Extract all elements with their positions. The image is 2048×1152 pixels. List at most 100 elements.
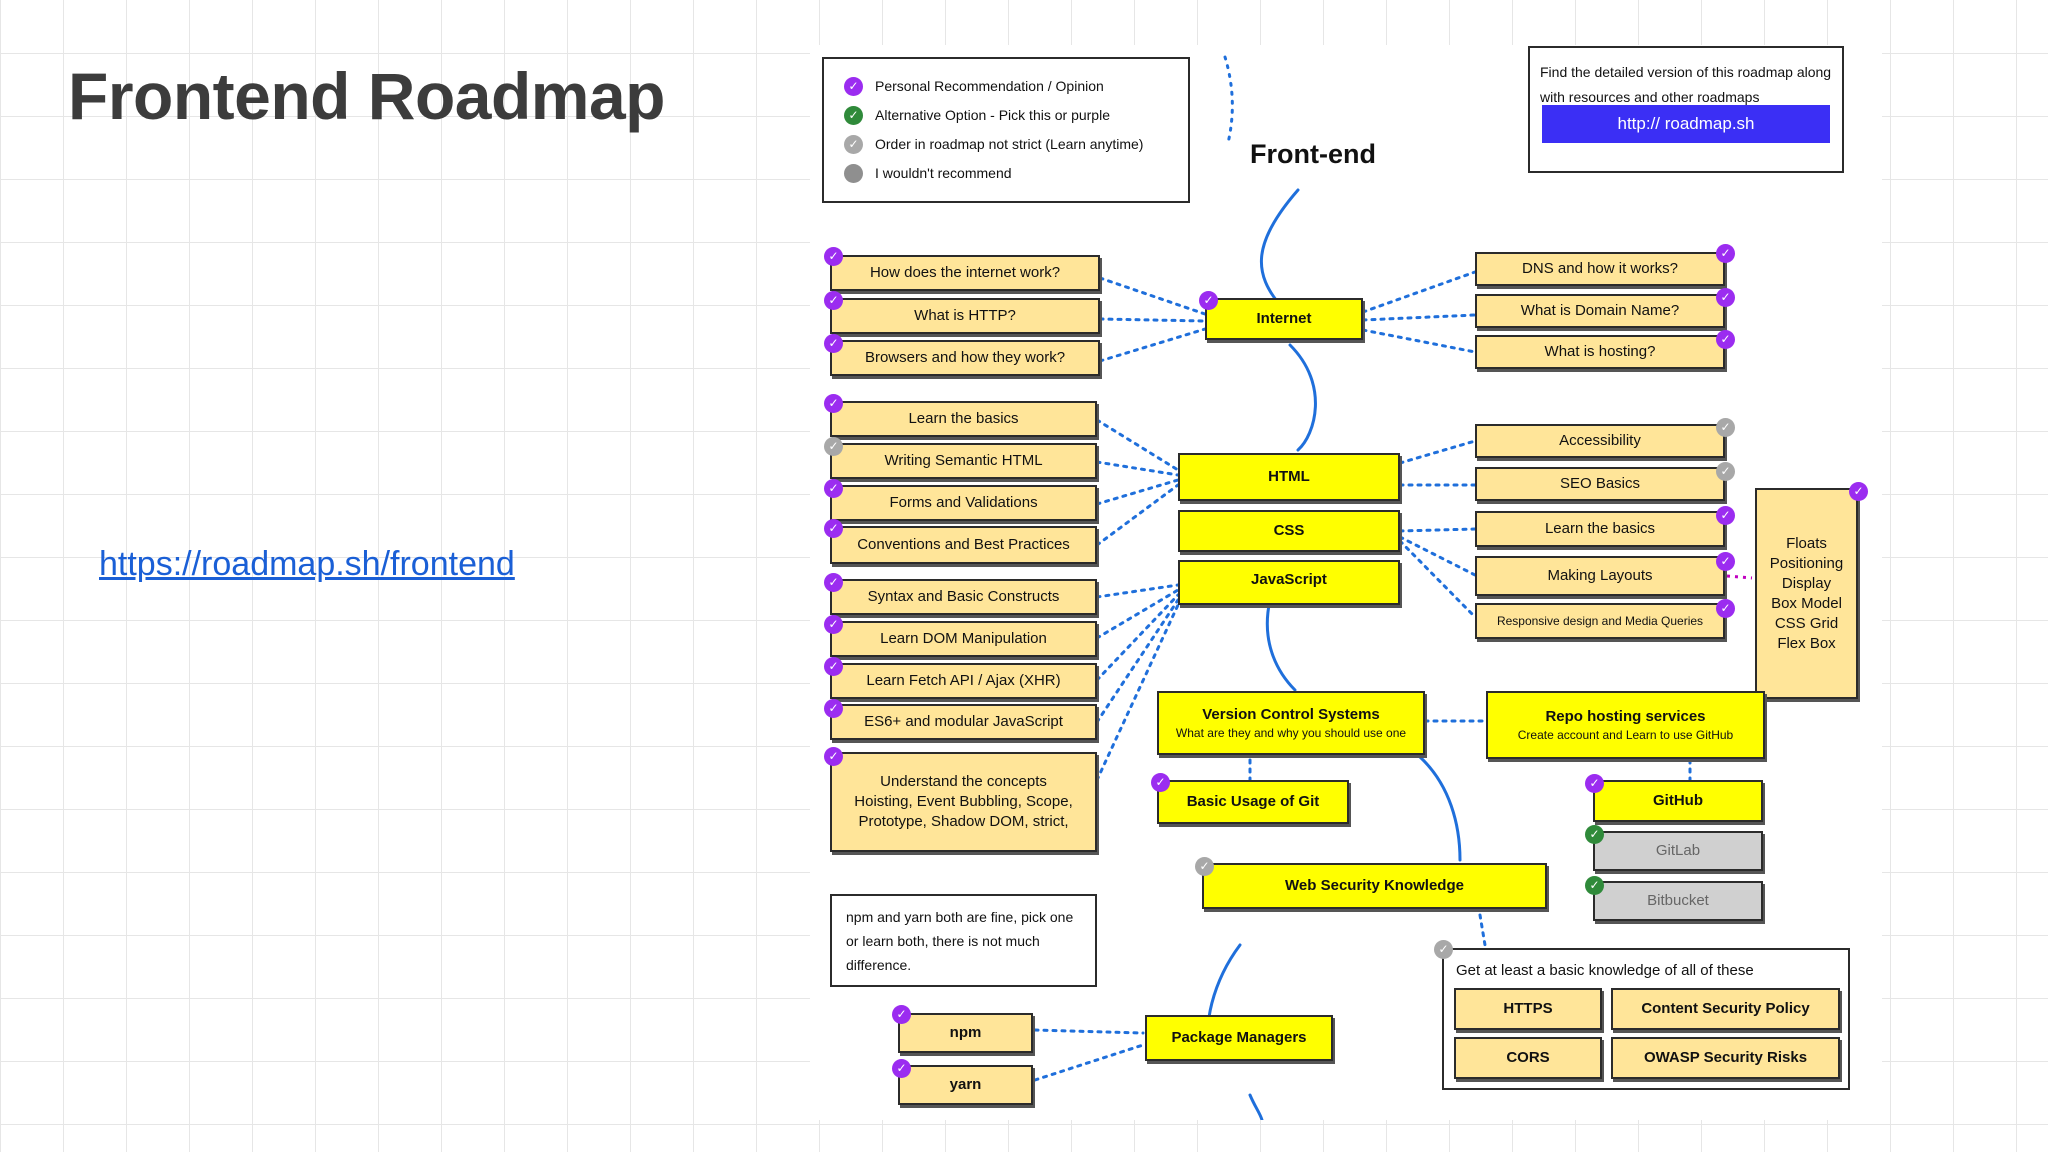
node-version-control[interactable]: Version Control Systems What are they an… [1157, 691, 1425, 755]
diagram-heading: Front-end [1250, 139, 1376, 169]
topic-js-concepts[interactable]: Understand the concepts Hoisting, Event … [830, 752, 1097, 852]
topic-css-basics[interactable]: Learn the basics [1475, 511, 1725, 547]
purple-check-icon: ✓ [1716, 330, 1735, 349]
topic-yarn[interactable]: yarn [898, 1065, 1033, 1105]
topic-conventions[interactable]: Conventions and Best Practices [830, 526, 1097, 564]
legend-item: ✓ Personal Recommendation / Opinion [844, 75, 1104, 97]
purple-check-icon: ✓ [1151, 773, 1170, 792]
backbone-curve [1265, 598, 1297, 692]
gray-dot-icon [844, 163, 863, 183]
layout-topic: Box Model [1771, 595, 1842, 612]
topic-owasp[interactable]: OWASP Security Risks [1611, 1037, 1840, 1079]
green-check-icon: ✓ [1585, 876, 1604, 895]
topic-npm[interactable]: npm [898, 1013, 1033, 1053]
security-caption: Get at least a basic knowledge of all of… [1456, 962, 1754, 979]
topic-dns[interactable]: DNS and how it works? [1475, 252, 1725, 286]
node-web-security[interactable]: Web Security Knowledge [1202, 863, 1547, 909]
purple-check-icon: ✓ [824, 519, 843, 538]
legend: ✓ Personal Recommendation / Opinion ✓ Al… [822, 57, 1190, 203]
legend-item: ✓ Alternative Option - Pick this or purp… [844, 104, 1110, 126]
topic-what-is-http[interactable]: What is HTTP? [830, 298, 1100, 334]
topic-internet-work[interactable]: How does the internet work? [830, 255, 1100, 291]
node-internet[interactable]: Internet [1205, 298, 1363, 340]
legend-label: Personal Recommendation / Opinion [875, 78, 1104, 94]
legend-item: I wouldn't recommend [844, 162, 1012, 184]
node-html[interactable]: HTML [1178, 453, 1400, 501]
purple-check-icon: ✓ [824, 657, 843, 676]
node-css[interactable]: CSS [1178, 510, 1400, 552]
gray-check-icon: ✓ [1716, 418, 1735, 437]
topic-dom[interactable]: Learn DOM Manipulation [830, 621, 1097, 657]
purple-check-icon: ✓ [844, 76, 863, 96]
topic-html-basics[interactable]: Learn the basics [830, 401, 1097, 437]
node-repo-hosting[interactable]: Repo hosting services Create account and… [1486, 691, 1765, 759]
topic-domain-name[interactable]: What is Domain Name? [1475, 294, 1725, 328]
purple-check-icon: ✓ [1199, 291, 1218, 310]
topic-https[interactable]: HTTPS [1454, 988, 1602, 1030]
node-gitlab[interactable]: GitLab [1593, 831, 1763, 871]
node-git[interactable]: Basic Usage of Git [1157, 780, 1349, 824]
topic-responsive[interactable]: Responsive design and Media Queries [1475, 603, 1725, 639]
node-github[interactable]: GitHub [1593, 780, 1763, 822]
green-check-icon: ✓ [844, 105, 863, 125]
topic-js-syntax[interactable]: Syntax and Basic Constructs [830, 579, 1097, 615]
layout-topic: Floats [1786, 535, 1827, 552]
purple-check-icon: ✓ [1849, 482, 1868, 501]
purple-check-icon: ✓ [824, 747, 843, 766]
concept-line: Prototype, Shadow DOM, strict, [858, 813, 1069, 831]
roadmap-site-button[interactable]: http:// roadmap.sh [1542, 105, 1830, 143]
roadmap-diagram: ✓ Personal Recommendation / Opinion ✓ Al… [810, 45, 1882, 1120]
purple-check-icon: ✓ [824, 247, 843, 266]
security-topics: Get at least a basic knowledge of all of… [1442, 948, 1850, 1090]
gray-check-icon: ✓ [1716, 462, 1735, 481]
backbone-curve [1418, 755, 1462, 862]
purple-check-icon: ✓ [892, 1005, 911, 1024]
node-package-managers[interactable]: Package Managers [1145, 1015, 1333, 1061]
topic-forms[interactable]: Forms and Validations [830, 485, 1097, 521]
backbone-curve [1288, 343, 1317, 452]
css-layout-topics: Floats Positioning Display Box Model CSS… [1755, 488, 1858, 699]
legend-label: Order in roadmap not strict (Learn anyti… [875, 136, 1144, 152]
topic-layouts[interactable]: Making Layouts [1475, 556, 1725, 596]
gray-check-icon: ✓ [1434, 940, 1453, 959]
purple-check-icon: ✓ [824, 479, 843, 498]
topic-accessibility[interactable]: Accessibility [1475, 424, 1725, 458]
vcs-title: Version Control Systems [1202, 705, 1380, 723]
topic-seo[interactable]: SEO Basics [1475, 467, 1725, 501]
npm-note: npm and yarn both are fine, pick one or … [830, 894, 1097, 987]
topic-cors[interactable]: CORS [1454, 1037, 1602, 1079]
backbone-curve [1260, 188, 1300, 307]
topic-es6[interactable]: ES6+ and modular JavaScript [830, 704, 1097, 740]
concept-line: Hoisting, Event Bubbling, Scope, [854, 792, 1073, 810]
topic-semantic-html[interactable]: Writing Semantic HTML [830, 443, 1097, 479]
info-box: Find the detailed version of this roadma… [1528, 46, 1844, 173]
roadmap-link[interactable]: https://roadmap.sh/frontend [99, 545, 515, 583]
purple-check-icon: ✓ [824, 699, 843, 718]
gray-check-icon: ✓ [1195, 857, 1214, 876]
purple-check-icon: ✓ [892, 1059, 911, 1078]
repo-title: Repo hosting services [1545, 707, 1706, 725]
purple-check-icon: ✓ [1716, 599, 1735, 618]
purple-check-icon: ✓ [1716, 244, 1735, 263]
purple-check-icon: ✓ [824, 573, 843, 592]
topic-csp[interactable]: Content Security Policy [1611, 988, 1840, 1030]
purple-check-icon: ✓ [824, 291, 843, 310]
topic-browsers[interactable]: Browsers and how they work? [830, 340, 1100, 376]
topic-hosting[interactable]: What is hosting? [1475, 335, 1725, 369]
topic-fetch[interactable]: Learn Fetch API / Ajax (XHR) [830, 663, 1097, 699]
layout-topic: CSS Grid [1774, 615, 1839, 632]
legend-label: Alternative Option - Pick this or purple [875, 107, 1110, 123]
green-check-icon: ✓ [1585, 825, 1604, 844]
layout-topic: Display [1781, 575, 1832, 592]
layout-topic: Positioning [1769, 555, 1844, 572]
backbone-curve [1248, 1093, 1264, 1120]
purple-check-icon: ✓ [1716, 506, 1735, 525]
node-javascript[interactable]: JavaScript [1178, 560, 1400, 605]
slide-title: Frontend Roadmap [68, 59, 666, 133]
purple-check-icon: ✓ [824, 334, 843, 353]
connector-lines [1033, 55, 1753, 1120]
purple-check-icon: ✓ [1585, 774, 1604, 793]
concept-line: Understand the concepts [880, 772, 1047, 790]
node-bitbucket[interactable]: Bitbucket [1593, 881, 1763, 921]
purple-check-icon: ✓ [824, 394, 843, 413]
